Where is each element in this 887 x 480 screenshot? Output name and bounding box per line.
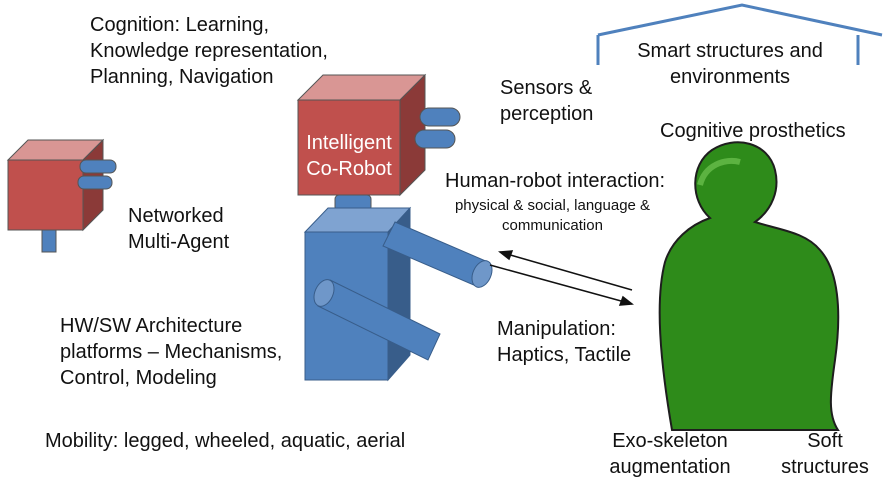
networked-robot-icon [6,138,117,253]
interaction-arrows [489,250,634,306]
exoskeleton-label: Exo-skeleton augmentation [609,430,731,478]
robot-head-icon [296,73,461,212]
robot-body-icon [303,206,493,382]
human-figure-icon [658,141,840,431]
sensors-label: Sensors & perception [500,77,594,125]
robot-name-label: Intelligent Co-Robot [306,132,392,180]
hri-detail-label: physical & social, language & communicat… [454,197,651,234]
roof-icon [596,3,883,65]
manipulation-label: Manipulation: Haptics, Tactile [497,318,632,366]
smart-structures-label: Smart structures and environments [637,40,823,88]
networked-label: Networked Multi-Agent [128,205,230,253]
cognition-label: Cognition: Learning, Knowledge represent… [90,14,328,88]
mobility-label: Mobility: legged, wheeled, aquatic, aeri… [45,430,406,452]
cognitive-prosthetics-label: Cognitive prosthetics [660,120,846,142]
hri-title-label: Human-robot interaction: [445,170,666,192]
architecture-label: HW/SW Architecture platforms – Mechanism… [60,315,283,389]
soft-structures-label: Soft structures [781,430,869,478]
